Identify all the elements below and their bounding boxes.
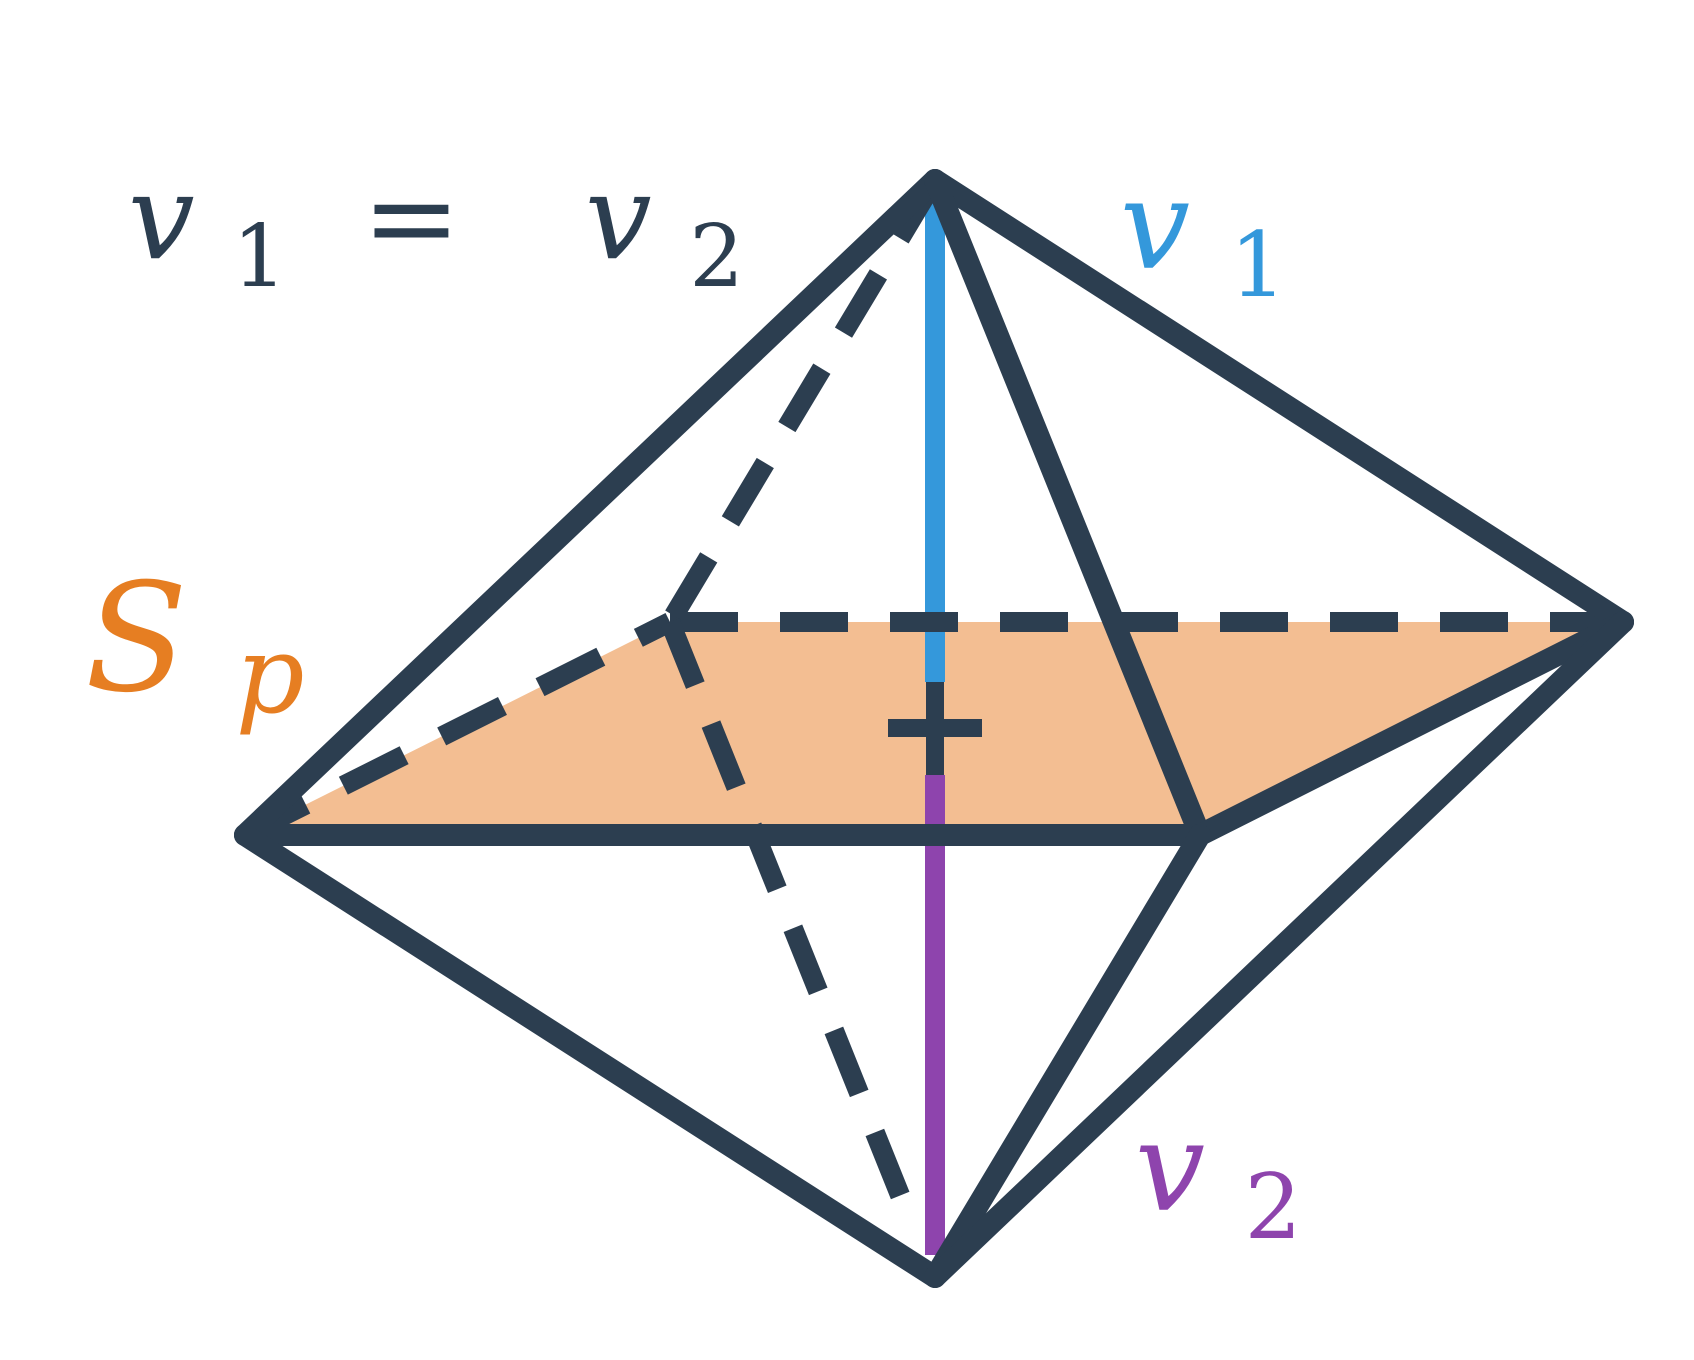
edge-right-bottom [924, 611, 1634, 1288]
visible-edges [234, 169, 1634, 1288]
equation-label: v 1 = v 2 [128, 148, 744, 314]
equation-rhs-sub: 2 [689, 207, 744, 307]
edge-front-bottom [924, 824, 1211, 1288]
edge-left-bottom [234, 824, 946, 1288]
equation-rhs-base: v [585, 148, 652, 286]
v1-label-sub: 1 [1229, 213, 1286, 318]
v1-label-base: v [1120, 154, 1190, 298]
hidden-edges [240, 174, 1623, 1224]
v2-label: v 2 [1135, 1096, 1302, 1260]
hidden-edge-top-to-back [661, 174, 944, 628]
edge-top-left [234, 169, 946, 846]
center-cross [888, 682, 982, 775]
equation-equals: = [362, 148, 461, 286]
edge-front-right [1189, 611, 1634, 846]
v2-label-base: v [1135, 1096, 1205, 1240]
equation-lhs-sub: 1 [232, 207, 287, 307]
hidden-edge-left-to-back [240, 613, 675, 844]
sp-label-sub: p [235, 613, 304, 738]
edge-top-front [924, 169, 1211, 846]
edge-top-right [924, 169, 1634, 633]
v1-label: v 1 [1120, 154, 1287, 318]
equation-lhs-base: v [128, 148, 195, 286]
sp-label: S p [85, 552, 305, 738]
v2-label-sub: 2 [1244, 1155, 1301, 1260]
sp-label-base: S [85, 552, 188, 726]
